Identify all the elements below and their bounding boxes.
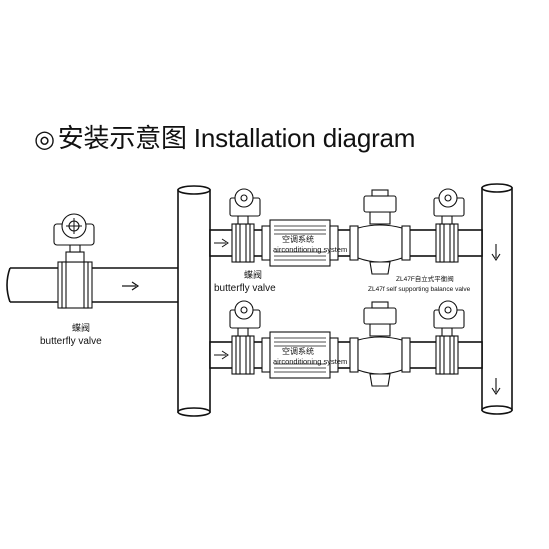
inlet-pipe	[6, 267, 181, 303]
balance-valve-label-en: ZL47f self supporting balance valve	[368, 286, 471, 293]
mid-valve-label-cn: 蝶阀	[244, 269, 262, 280]
balance-valve-label-cn: ZL47F自立式平衡阀	[396, 274, 454, 283]
flow-arrow-right-icon	[122, 281, 140, 291]
left-valve-label-en: butterfly valve	[40, 336, 102, 347]
flow-arrow-down-icon	[491, 244, 501, 395]
page-title: ◎安装示意图 Installation diagram	[34, 118, 415, 155]
left-butterfly-valve	[53, 213, 95, 309]
supply-header	[177, 185, 211, 417]
title-en: Installation diagram	[193, 123, 416, 153]
return-header	[481, 183, 513, 415]
ac-unit-label-en-lower: airconditioning system	[273, 357, 347, 366]
mid-valve-label-en: butterfly valve	[214, 283, 276, 294]
ac-unit-label-cn-lower: 空调系统	[282, 346, 314, 356]
title-cn: 安装示意图	[57, 123, 187, 153]
ac-unit-label-cn-upper: 空调系统	[282, 234, 314, 244]
ac-unit-label-en-upper: airconditioning system	[273, 245, 347, 254]
lower-branch	[209, 300, 483, 387]
upper-branch	[209, 188, 483, 275]
handwheel-icon	[61, 213, 87, 239]
left-valve-label-cn: 蝶阀	[72, 322, 90, 333]
title-bullet: ◎	[34, 126, 55, 153]
